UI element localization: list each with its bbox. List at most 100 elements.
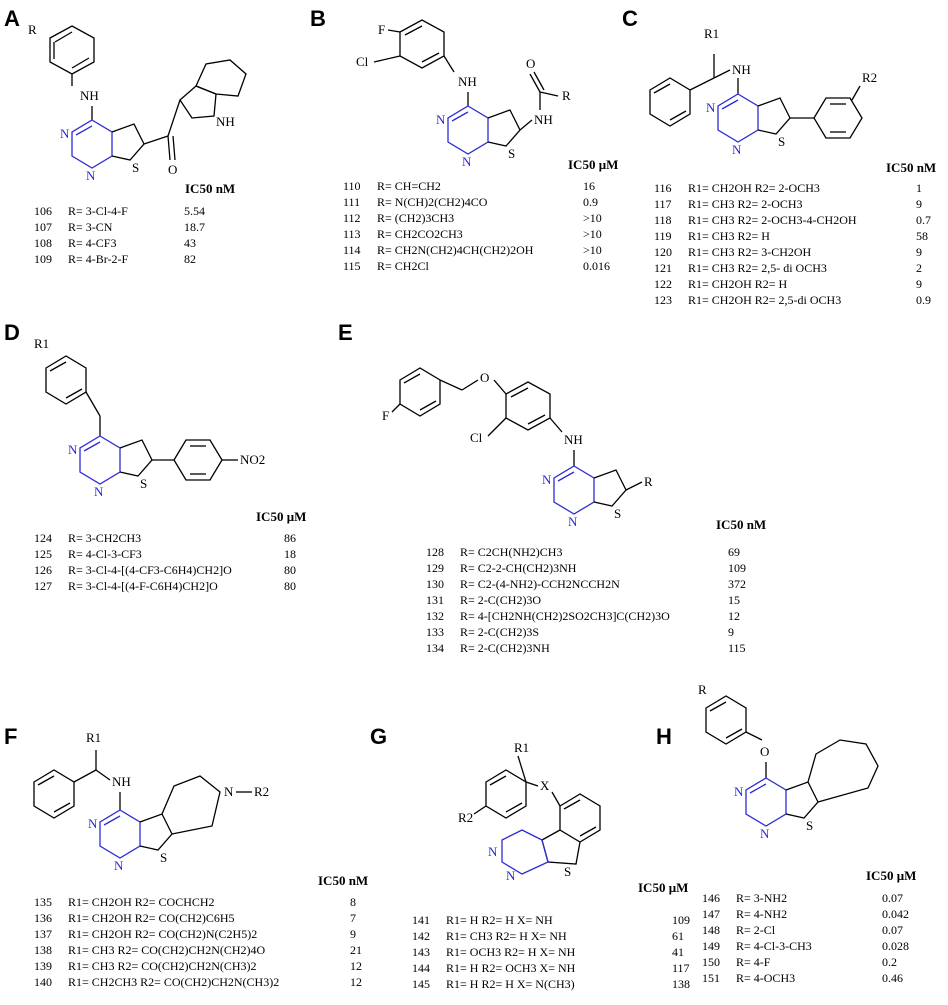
svg-text:O: O (526, 56, 535, 71)
svg-text:N: N (506, 868, 516, 883)
svg-text:NO2: NO2 (240, 452, 265, 467)
svg-text:R1: R1 (86, 730, 101, 745)
svg-text:NH: NH (534, 112, 553, 127)
structure-d: R1 NN S NO2 (34, 336, 265, 499)
ic50-header-f: IC50 nM (318, 873, 369, 888)
structure-g: R1 R2 X S NN (458, 740, 601, 883)
svg-text:O: O (760, 744, 769, 759)
svg-text:NH: NH (732, 62, 751, 77)
svg-text:N: N (88, 816, 98, 831)
svg-text:Cl: Cl (470, 430, 483, 445)
ic50-header-e: IC50 nM (716, 517, 767, 532)
svg-text:N: N (86, 168, 96, 183)
svg-text:F: F (378, 22, 385, 37)
svg-text:N: N (488, 844, 498, 859)
svg-text:R: R (698, 682, 707, 697)
svg-text:R2: R2 (254, 784, 269, 799)
structure-b: F Cl NH NN S NH O R (356, 19, 571, 169)
svg-text:N: N (436, 112, 446, 127)
ic50-header-d: IC50 μM (256, 509, 307, 524)
svg-text:S: S (614, 506, 621, 521)
svg-text:R: R (562, 88, 571, 103)
svg-text:S: S (160, 850, 167, 865)
svg-text:N: N (60, 126, 70, 141)
ic50-header-h: IC50 μM (866, 868, 917, 883)
svg-text:NH: NH (564, 432, 583, 447)
svg-text:R2: R2 (862, 70, 877, 85)
panel-label-e: E (338, 320, 353, 345)
svg-text:N: N (568, 514, 578, 529)
svg-text:NH: NH (112, 774, 131, 789)
svg-text:X: X (540, 778, 550, 793)
svg-text:R1: R1 (514, 740, 529, 755)
svg-text:N: N (462, 154, 472, 169)
svg-text:NH: NH (216, 114, 235, 129)
structure-a: R NH NN S O NH (28, 22, 247, 183)
svg-text:R1: R1 (704, 26, 719, 41)
panel-label-a: A (4, 6, 20, 31)
ic50-header-c: IC50 nM (886, 160, 937, 175)
structure-e: F O Cl NH NN S R (382, 367, 653, 529)
svg-text:N: N (542, 472, 552, 487)
svg-text:S: S (806, 818, 813, 833)
panel-label-c: C (622, 6, 638, 31)
svg-text:N: N (68, 442, 78, 457)
panel-label-f: F (4, 724, 18, 749)
svg-text:R: R (28, 22, 37, 37)
svg-text:R2: R2 (458, 810, 473, 825)
svg-text:S: S (564, 864, 571, 879)
ic50-header-a: IC50 nM (185, 181, 236, 196)
panel-label-h: H (656, 724, 672, 749)
svg-text:S: S (132, 160, 139, 175)
structure-c: R1 NH NN S R2 (649, 26, 877, 157)
svg-text:N: N (732, 142, 742, 157)
panel-label-d: D (4, 320, 20, 345)
svg-text:N: N (706, 100, 716, 115)
ic50-header-b: IC50 μM (568, 157, 619, 172)
panel-label-g: G (370, 724, 388, 749)
svg-text:O: O (168, 162, 177, 177)
structure-f: R1 NH NN S N R2 (33, 730, 269, 873)
svg-text:S: S (140, 476, 147, 491)
